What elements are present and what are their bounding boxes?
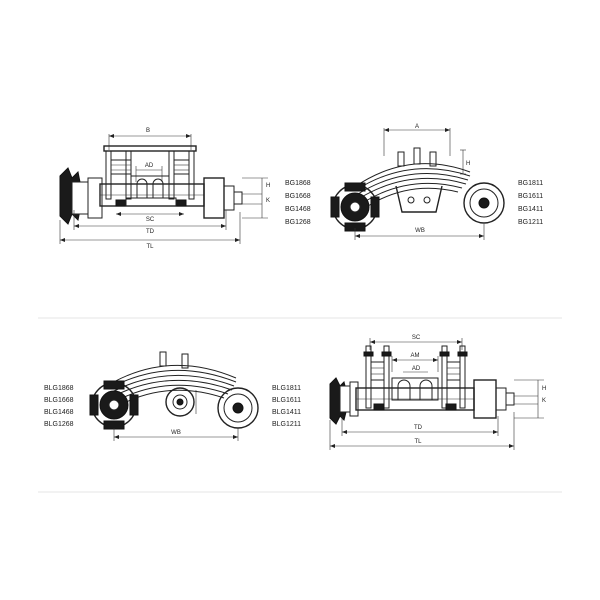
model-label: BLG1468 — [44, 409, 74, 416]
model-label: BLG1411 — [272, 409, 301, 416]
model-label: BG1268 — [285, 219, 311, 226]
dim-label-h: H — [542, 386, 546, 392]
dim-label-k: K — [542, 398, 546, 404]
dim-label-h: H — [266, 183, 270, 189]
model-label: BG1611 — [518, 193, 543, 200]
bogie-side-view-top — [330, 128, 505, 240]
dim-label-td: TD — [414, 425, 423, 431]
dim-label-tl: TL — [146, 244, 154, 250]
model-label: BLG1211 — [272, 421, 301, 428]
model-label: BLG1668 — [44, 397, 74, 404]
dim-label-tl: TL — [414, 439, 422, 445]
dim-label-k: K — [266, 198, 270, 204]
dim-label-td: TD — [146, 229, 155, 235]
dim-label-wb: WB — [171, 430, 181, 436]
dim-label-sc: SC — [412, 335, 421, 341]
model-label: BLG1811 — [272, 385, 301, 392]
dim-label-sc: SC — [146, 217, 155, 223]
model-label: BLG1611 — [272, 397, 301, 404]
axle-front-view-top — [59, 134, 268, 244]
model-label: BLG1268 — [44, 421, 74, 428]
axle-front-view-bottom — [329, 338, 544, 450]
model-label: BG1868 — [285, 180, 311, 187]
dim-label-ad: AD — [412, 366, 421, 372]
dim-label-h: H — [466, 161, 470, 167]
model-label: BG1468 — [285, 206, 311, 213]
model-label: BG1411 — [518, 206, 543, 213]
model-label: BG1811 — [518, 180, 543, 187]
model-label: BG1211 — [518, 219, 543, 226]
dim-label-wb: WB — [415, 228, 425, 234]
model-label: BLG1868 — [44, 385, 74, 392]
dim-label-ad: AD — [145, 163, 154, 169]
model-label: BG1668 — [285, 193, 311, 200]
dim-label-b: B — [146, 128, 150, 134]
dim-label-a: A — [415, 124, 419, 130]
dim-label-am: AM — [411, 353, 420, 359]
bogie-side-view-bottom — [89, 351, 259, 441]
